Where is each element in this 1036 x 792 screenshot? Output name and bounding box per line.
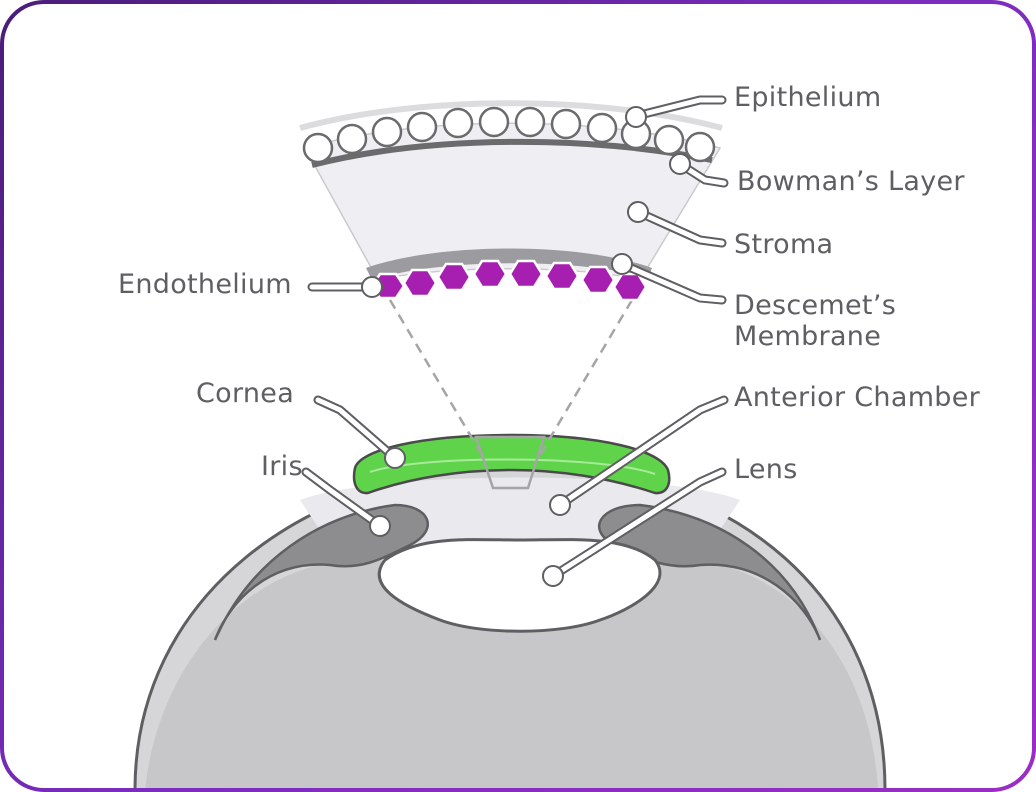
label-descemets-line1: Descemet’s xyxy=(734,290,896,321)
endothelium-cell xyxy=(544,261,580,291)
epithelium-cell xyxy=(684,131,716,163)
epithelium-cell xyxy=(442,107,474,139)
marker-cornea xyxy=(384,447,406,469)
epithelium-surface xyxy=(299,100,723,131)
diagram-canvas: Epithelium Bowman’s Layer Stroma Desceme… xyxy=(4,4,1032,788)
zoom-region xyxy=(474,435,546,490)
epithelium-cell xyxy=(371,116,403,148)
label-lens: Lens xyxy=(734,454,798,485)
endothelium-cell xyxy=(508,259,544,289)
zoom-line-right xyxy=(538,299,634,456)
epithelium-cell xyxy=(302,132,334,164)
marker-descemets xyxy=(611,253,633,275)
epithelium-cell xyxy=(653,124,685,156)
leader-stroma xyxy=(635,209,725,246)
leader-cornea xyxy=(315,397,398,461)
epithelium-cell xyxy=(406,111,438,143)
endothelium-cell xyxy=(580,265,616,295)
eye-body xyxy=(133,463,887,788)
labels: Epithelium Bowman’s Layer Stroma Desceme… xyxy=(118,82,981,485)
cornea-band xyxy=(352,433,671,495)
label-stroma: Stroma xyxy=(734,229,833,260)
label-epithelium: Epithelium xyxy=(734,82,881,113)
marker-anterior-chamber xyxy=(549,494,571,516)
leader-iris xyxy=(303,469,383,529)
eye-inner-body xyxy=(145,560,878,788)
leader-descemets xyxy=(619,261,725,303)
label-descemets-line2: Membrane xyxy=(734,321,881,352)
leader-epithelium xyxy=(633,97,725,119)
marker-endothelium xyxy=(361,276,383,298)
epithelium-cell xyxy=(478,106,510,138)
endothelium-cell xyxy=(472,259,508,289)
magnified-layers xyxy=(299,100,723,302)
epithelium-cell xyxy=(336,123,368,155)
endothelium-cell xyxy=(612,272,648,302)
marker-stroma xyxy=(627,201,649,223)
iris-left xyxy=(213,503,429,641)
epithelium-cell xyxy=(586,112,618,144)
epithelium-cell xyxy=(514,106,546,138)
marker-lens xyxy=(542,565,564,587)
leader-anterior-chamber xyxy=(557,397,727,508)
marker-epithelium xyxy=(625,106,647,128)
cornea-anatomy-diagram: Epithelium Bowman’s Layer Stroma Desceme… xyxy=(118,82,981,788)
label-endothelium: Endothelium xyxy=(118,269,292,300)
lens xyxy=(377,538,662,633)
descemets-membrane xyxy=(366,248,652,280)
label-anterior-chamber: Anterior Chamber xyxy=(734,382,981,413)
leader-lens xyxy=(550,469,725,579)
marker-iris xyxy=(369,515,391,537)
label-bowmans-layer: Bowman’s Layer xyxy=(737,166,965,197)
zoom-line-left xyxy=(388,299,484,456)
endothelium-cell xyxy=(436,262,472,292)
label-cornea: Cornea xyxy=(196,378,294,409)
endothelium-cell xyxy=(402,268,438,298)
leaders xyxy=(301,95,729,587)
marker-bowmans xyxy=(669,153,691,175)
endothelium-cells xyxy=(370,259,648,302)
label-iris: Iris xyxy=(261,451,303,482)
epithelium-cells xyxy=(302,106,716,164)
epithelium-cell xyxy=(550,108,582,140)
